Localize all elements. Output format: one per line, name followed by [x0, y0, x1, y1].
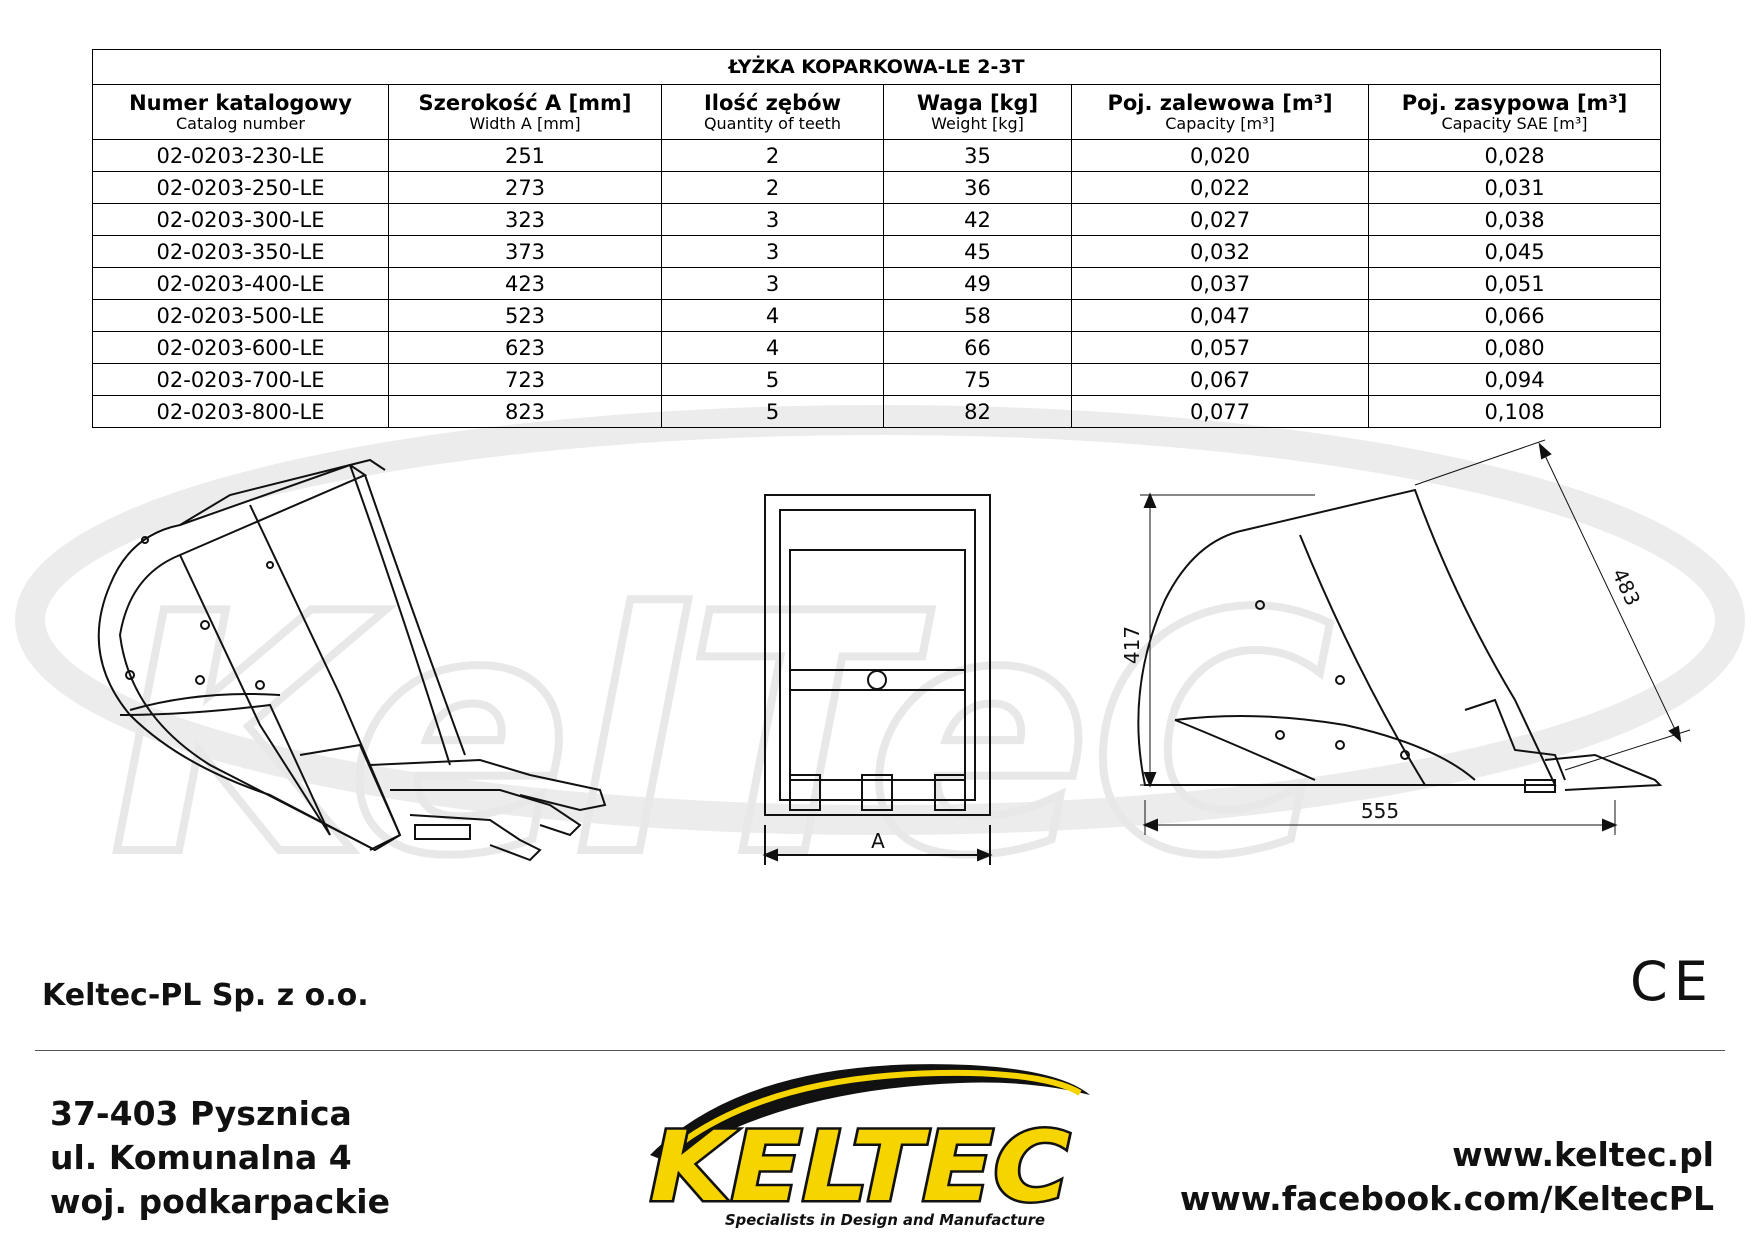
cell-catalog: 02-0203-230-LE: [92, 139, 389, 172]
cell-catalog: 02-0203-800-LE: [92, 395, 389, 428]
cell-capacity-sae: 0,045: [1368, 235, 1661, 268]
cell-weight: 75: [883, 363, 1072, 396]
table-row: 02-0203-230-LE 251 2 35 0,020 0,028: [92, 139, 1661, 172]
cell-teeth: 4: [661, 331, 884, 364]
cell-catalog: 02-0203-700-LE: [92, 363, 389, 396]
cell-width: 423: [388, 267, 662, 300]
col-catalog-number: Numer katalogowy Catalog number: [92, 84, 389, 140]
table-row: 02-0203-400-LE 423 3 49 0,037 0,051: [92, 267, 1661, 300]
cell-teeth: 2: [661, 171, 884, 204]
logo-swoosh: [650, 1064, 1090, 1163]
bucket-front-drawing: A: [762, 494, 993, 865]
cell-catalog: 02-0203-600-LE: [92, 331, 389, 364]
col-capacity-sae: Poj. zasypowa [m³] Capacity SAE [m³]: [1368, 84, 1661, 140]
cell-weight: 58: [883, 299, 1072, 332]
address-line2: ul. Komunalna 4: [50, 1138, 352, 1177]
cell-weight: 35: [883, 139, 1072, 172]
cell-capacity-sae: 0,031: [1368, 171, 1661, 204]
website-link[interactable]: www.keltec.pl: [1452, 1135, 1714, 1174]
address-line1: 37-403 Pysznica: [50, 1094, 352, 1133]
cell-capacity: 0,077: [1071, 395, 1369, 428]
cell-capacity-sae: 0,066: [1368, 299, 1661, 332]
cell-capacity-sae: 0,028: [1368, 139, 1661, 172]
cell-capacity: 0,027: [1071, 203, 1369, 236]
table-row: 02-0203-300-LE 323 3 42 0,027 0,038: [92, 203, 1661, 236]
side-diagonal-label: 483: [1607, 565, 1645, 610]
cell-teeth: 5: [661, 363, 884, 396]
cell-weight: 45: [883, 235, 1072, 268]
cell-weight: 49: [883, 267, 1072, 300]
cell-catalog: 02-0203-250-LE: [92, 171, 389, 204]
cell-width: 523: [388, 299, 662, 332]
cell-catalog: 02-0203-350-LE: [92, 235, 389, 268]
front-dim-label: A: [871, 829, 885, 853]
table-row: 02-0203-250-LE 273 2 36 0,022 0,031: [92, 171, 1661, 204]
cell-capacity: 0,057: [1071, 331, 1369, 364]
cell-catalog: 02-0203-500-LE: [92, 299, 389, 332]
col-width: Szerokość A [mm] Width A [mm]: [388, 84, 662, 140]
cell-capacity: 0,020: [1071, 139, 1369, 172]
cell-teeth: 4: [661, 299, 884, 332]
cell-width: 251: [388, 139, 662, 172]
logo-tagline: Specialists in Design and Manufacture: [725, 1211, 1045, 1229]
cell-catalog: 02-0203-400-LE: [92, 267, 389, 300]
address-block: 37-403 Pysznica ul. Komunalna 4 woj. pod…: [50, 1092, 390, 1224]
side-height-label: 417: [1120, 626, 1144, 664]
cell-teeth: 5: [661, 395, 884, 428]
cell-capacity-sae: 0,108: [1368, 395, 1661, 428]
table-row: 02-0203-600-LE 623 4 66 0,057 0,080: [92, 331, 1661, 364]
cell-weight: 36: [883, 171, 1072, 204]
cell-teeth: 2: [661, 139, 884, 172]
cell-capacity-sae: 0,080: [1368, 331, 1661, 364]
cell-weight: 82: [883, 395, 1072, 428]
company-name: Keltec-PL Sp. z o.o.: [42, 978, 369, 1013]
table-row: 02-0203-800-LE 823 5 82 0,077 0,108: [92, 395, 1661, 428]
cell-catalog: 02-0203-300-LE: [92, 203, 389, 236]
cell-width: 273: [388, 171, 662, 204]
col-capacity: Poj. zalewowa [m³] Capacity [m³]: [1071, 84, 1369, 140]
table-header-row: Numer katalogowy Catalog number Szerokoś…: [92, 84, 1661, 140]
web-links: www.keltec.pl www.facebook.com/KeltecPL: [1180, 1133, 1714, 1221]
cell-width: 723: [388, 363, 662, 396]
col-teeth: Ilość zębów Quantity of teeth: [661, 84, 884, 140]
cell-weight: 42: [883, 203, 1072, 236]
cell-capacity: 0,022: [1071, 171, 1369, 204]
cell-teeth: 3: [661, 235, 884, 268]
cell-teeth: 3: [661, 203, 884, 236]
col-weight: Waga [kg] Weight [kg]: [883, 84, 1072, 140]
cell-width: 623: [388, 331, 662, 364]
table-title: ŁYŻKA KOPARKOWA-LE 2-3T: [92, 49, 1661, 85]
cell-teeth: 3: [661, 267, 884, 300]
cell-capacity-sae: 0,094: [1368, 363, 1661, 396]
svg-text:KelTeC: KelTeC: [110, 544, 1333, 928]
cell-capacity: 0,067: [1071, 363, 1369, 396]
cell-width: 323: [388, 203, 662, 236]
table-row: 02-0203-500-LE 523 4 58 0,047 0,066: [92, 299, 1661, 332]
table-row: 02-0203-700-LE 723 5 75 0,067 0,094: [92, 363, 1661, 396]
bucket-isometric-drawing: [97, 458, 607, 862]
footer-divider: [35, 1050, 1725, 1051]
logo-wordmark: KELTEC: [650, 1111, 1070, 1223]
table-row: 02-0203-350-LE 373 3 45 0,032 0,045: [92, 235, 1661, 268]
spec-table: ŁYŻKA KOPARKOWA-LE 2-3T Numer katalogowy…: [92, 49, 1661, 428]
cell-capacity-sae: 0,051: [1368, 267, 1661, 300]
address-line3: woj. podkarpackie: [50, 1182, 390, 1221]
cell-capacity: 0,037: [1071, 267, 1369, 300]
facebook-link[interactable]: www.facebook.com/KeltecPL: [1179, 1179, 1714, 1218]
keltec-logo: KELTEC Specialists in Design and Manufac…: [648, 1064, 1090, 1229]
cell-weight: 66: [883, 331, 1072, 364]
cell-capacity-sae: 0,038: [1368, 203, 1661, 236]
cell-capacity: 0,047: [1071, 299, 1369, 332]
cell-width: 373: [388, 235, 662, 268]
cell-width: 823: [388, 395, 662, 428]
side-length-label: 555: [1361, 799, 1399, 823]
cell-capacity: 0,032: [1071, 235, 1369, 268]
bucket-side-drawing: 417 555 483: [1120, 439, 1691, 835]
ce-mark: CE: [1630, 950, 1714, 1013]
